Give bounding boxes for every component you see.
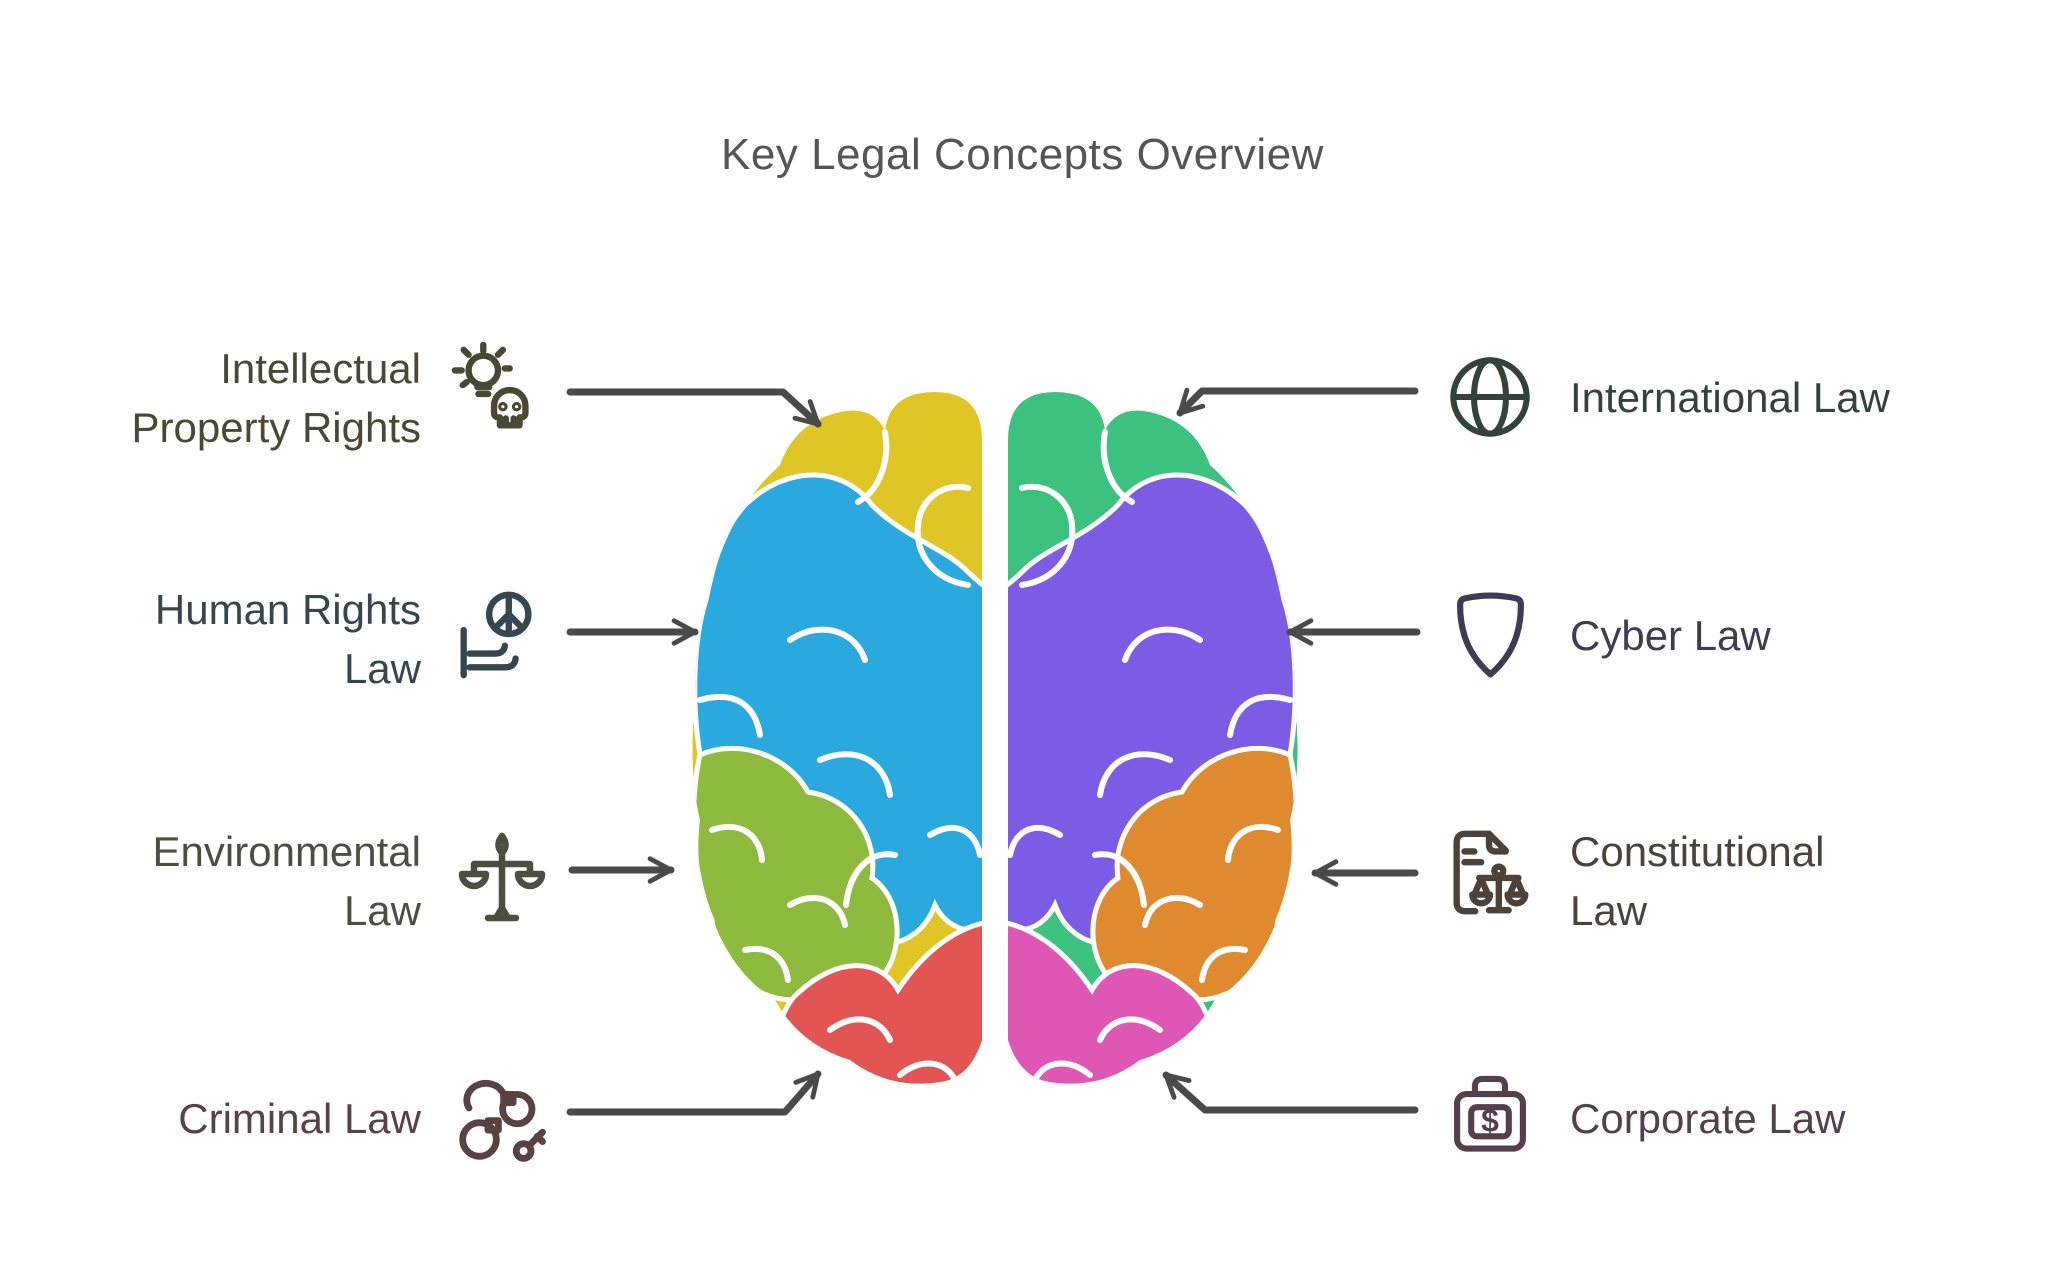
label-line: Environmental [152,828,421,875]
label-environmental-law: Environmental Law [0,822,421,940]
label-line: Property Rights [131,404,421,451]
globe-icon [1443,350,1537,444]
label-constitutional-law: Constitutional Law [1570,822,2045,940]
label-line: Human Rights [154,586,421,633]
briefcase-dollar-icon: $ [1443,1063,1537,1157]
label-line: Intellectual [220,345,421,392]
shield-icon [1443,587,1538,682]
lightbulb-skull-icon [448,342,546,440]
balance-scale-icon [452,828,552,932]
label-line: International Law [1570,374,1890,421]
label-international-law: International Law [1570,368,2045,427]
label-intellectual-property-rights: Intellectual Property Rights [0,339,421,457]
brain-left-hemisphere [692,392,982,1084]
label-cyber-law: Cyber Law [1570,606,2045,665]
document-scales-icon [1440,824,1538,922]
arrow-criminal [566,1070,822,1116]
label-line: Law [1570,887,1648,934]
label-line: Cyber Law [1570,612,1771,659]
label-line: Criminal Law [178,1095,421,1142]
arrow-international [1176,387,1419,417]
handcuffs-key-icon [448,1066,553,1171]
label-line: Law [343,887,421,934]
connector-arrows [566,387,1421,1116]
label-human-rights-law: Human Rights Law [0,580,421,698]
dollar-glyph: $ [1481,1103,1499,1139]
page-title: Key Legal Concepts Overview [721,130,1324,179]
label-line: Constitutional [1570,828,1825,875]
label-corporate-law: Corporate Law [1570,1089,2045,1148]
label-criminal-law: Criminal Law [0,1089,421,1148]
label-line: Law [343,645,421,692]
brain-right-hemisphere [1008,392,1298,1084]
peace-hand-icon [448,585,546,683]
arrow-corporate [1162,1071,1419,1114]
arrow-intellectual-property [566,388,822,428]
label-line: Corporate Law [1570,1095,1846,1142]
